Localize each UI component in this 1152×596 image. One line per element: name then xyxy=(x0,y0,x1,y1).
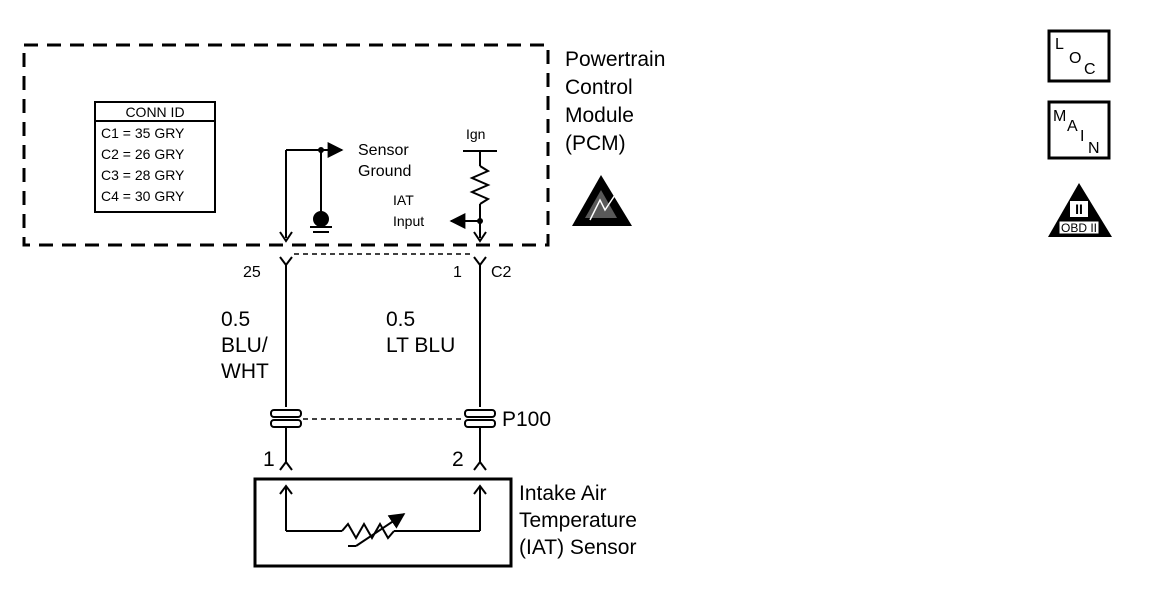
pcm-title-line-1: Powertrain xyxy=(565,48,665,71)
wire-right-color: LT BLU xyxy=(386,334,455,357)
sensor-title-line-1: Intake Air xyxy=(519,482,607,505)
sensor-connector-pins xyxy=(279,460,487,471)
inline-connector-label: P100 xyxy=(502,408,551,431)
pcm-boundary xyxy=(22,43,550,247)
pcm-connector-pins xyxy=(279,231,487,267)
wire-left-gauge: 0.5 xyxy=(221,308,250,331)
ign-label: Ign xyxy=(466,126,485,142)
junction-dot xyxy=(477,218,483,224)
svg-text:N: N xyxy=(1088,140,1100,157)
svg-text:C: C xyxy=(1084,61,1096,78)
iat-input-label: Input xyxy=(393,213,424,229)
iat-sensor-box xyxy=(253,477,513,568)
junction-dot xyxy=(318,147,324,153)
ground-symbol-icon xyxy=(310,211,332,233)
thermistor-icon xyxy=(279,484,487,547)
pcm-title-line-2: Control xyxy=(565,76,633,99)
conn-id-row: C4 = 30 GRY xyxy=(101,188,185,204)
wire-left-color: WHT xyxy=(221,360,269,383)
pcm-connector-id: C2 xyxy=(491,264,512,281)
pullup-resistor-icon xyxy=(449,150,497,238)
obd-ii-icon: II OBD II xyxy=(1048,183,1112,237)
conn-id-header: CONN ID xyxy=(125,104,184,120)
pcm-pin-right: 1 xyxy=(453,264,462,281)
svg-text:II: II xyxy=(1075,201,1083,217)
sensor-ground-label: Ground xyxy=(358,163,411,180)
sensor-pin-left: 1 xyxy=(263,448,275,471)
conn-id-row: C2 = 26 GRY xyxy=(101,146,185,162)
pcm-title-line-3: Module xyxy=(565,104,634,127)
svg-text:O: O xyxy=(1069,50,1081,67)
iat-input-label: IAT xyxy=(393,192,414,208)
svg-text:I: I xyxy=(1080,128,1084,145)
wire-left-color: BLU/ xyxy=(221,334,268,357)
wire-right-gauge: 0.5 xyxy=(386,308,415,331)
pcm-title-line-4: (PCM) xyxy=(565,132,626,155)
sensor-ground-circuit xyxy=(285,142,344,238)
svg-text:OBD II: OBD II xyxy=(1061,221,1097,235)
conn-id-table: CONN ID C1 = 35 GRY C2 = 26 GRY C3 = 28 … xyxy=(94,101,216,213)
main-icon: M A I N xyxy=(1047,100,1111,160)
sensor-title-line-3: (IAT) Sensor xyxy=(519,536,636,559)
conn-id-row: C1 = 35 GRY xyxy=(101,125,185,141)
inline-connector-icon xyxy=(270,409,496,462)
svg-text:A: A xyxy=(1067,118,1078,135)
sensor-pin-right: 2 xyxy=(452,448,464,471)
svg-text:L: L xyxy=(1055,36,1064,53)
loc-icon: L O C xyxy=(1047,29,1111,83)
svg-text:M: M xyxy=(1053,108,1066,125)
esd-warning-icon xyxy=(572,175,632,226)
conn-id-row: C3 = 28 GRY xyxy=(101,167,185,183)
sensor-ground-label: Sensor xyxy=(358,142,409,159)
sensor-title-line-2: Temperature xyxy=(519,509,637,532)
pcm-pin-left: 25 xyxy=(243,264,261,281)
